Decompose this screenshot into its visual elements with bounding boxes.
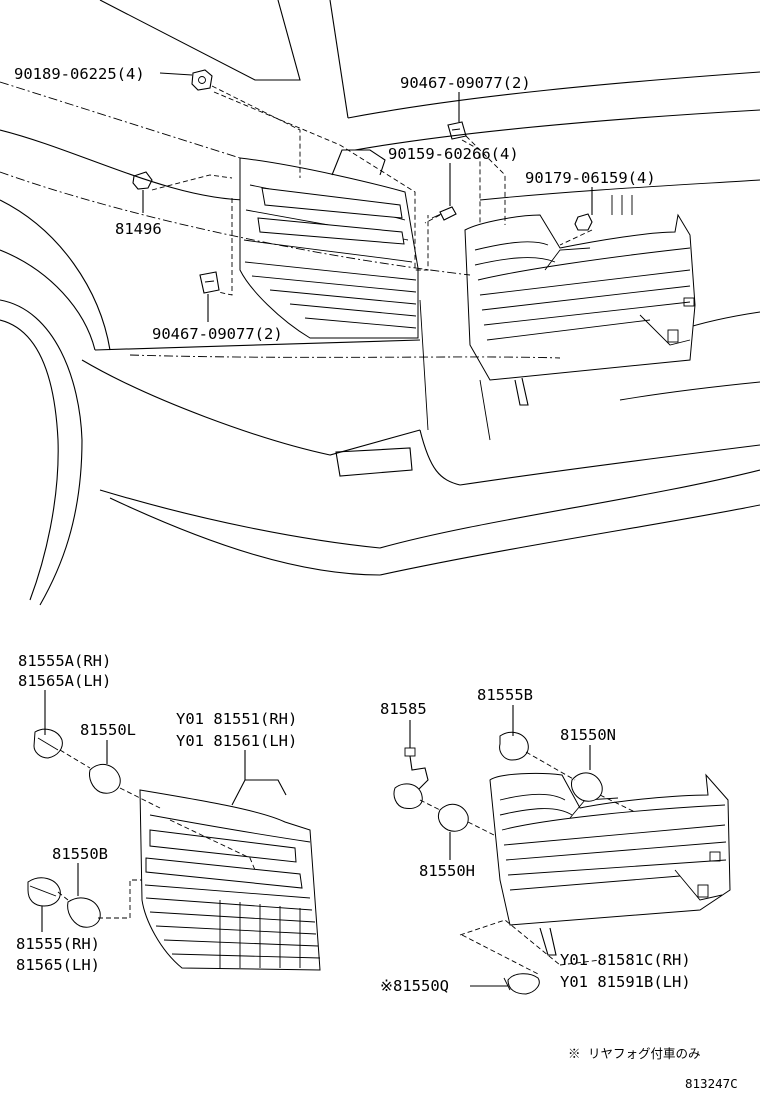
label-90467-09077-bottom: 90467-09077(2): [152, 325, 283, 343]
figure-id: 813247C: [685, 1076, 738, 1091]
label-81585: 81585: [380, 700, 427, 718]
label-81591B: Y01 81591B(LH): [560, 973, 691, 991]
socket-81555A: [33, 728, 63, 759]
clip-90467-top: [447, 121, 467, 140]
label-81565A: 81565A(LH): [18, 672, 111, 690]
label-81555: 81555(RH): [16, 935, 100, 953]
socket-81555B: [499, 731, 529, 761]
label-81550B: 81550B: [52, 845, 108, 863]
label-90159-60266: 90159-60266(4): [388, 145, 519, 163]
screw-90159: [431, 206, 457, 221]
bulb-81550L: [89, 763, 121, 794]
label-81550H: 81550H: [419, 862, 475, 880]
left-tail-lamp-top: [239, 149, 419, 339]
socket-81555: [27, 877, 61, 907]
label-81550Q: ※81550Q: [380, 977, 449, 995]
vehicle-body-outline: [0, 0, 760, 606]
bulb-81550H: [437, 803, 469, 832]
right-tail-lamp-top: [464, 213, 696, 406]
clip-90179: [574, 213, 593, 231]
label-81550N: 81550N: [560, 726, 616, 744]
footnote: ※ リヤフォグ付車のみ: [568, 1046, 701, 1061]
label-81581C: Y01 81581C(RH): [560, 951, 691, 969]
clip-90467-bottom: [199, 271, 220, 294]
bulb-81550B: [67, 897, 101, 928]
label-81496: 81496: [115, 220, 162, 238]
grommet-81496: [132, 171, 153, 190]
label-81561: Y01 81561(LH): [176, 732, 297, 750]
bulb-81550Q: [503, 973, 540, 995]
bulb-81550N: [571, 772, 603, 802]
label-81555A: 81555A(RH): [18, 652, 111, 670]
label-81550L: 81550L: [80, 721, 136, 739]
label-81555B: 81555B: [477, 686, 533, 704]
top-leader-lines: [0, 72, 633, 359]
label-81565: 81565(LH): [16, 956, 100, 974]
harness-81585: [393, 747, 429, 809]
label-81551: Y01 81551(RH): [176, 710, 297, 728]
label-90467-09077-top: 90467-09077(2): [400, 74, 531, 92]
bottom-right-leader-lines: [409, 705, 636, 987]
nut-90189: [191, 69, 213, 91]
callout-labels: 90189-06225(4) 90467-09077(2) 90159-6026…: [14, 65, 738, 1091]
label-90179-06159: 90179-06159(4): [525, 169, 656, 187]
label-90189-06225: 90189-06225(4): [14, 65, 145, 83]
bottom-left-leader-lines: [41, 690, 256, 932]
left-tail-lamp-exploded: [139, 779, 321, 971]
right-tail-lamp-exploded: [489, 772, 731, 956]
